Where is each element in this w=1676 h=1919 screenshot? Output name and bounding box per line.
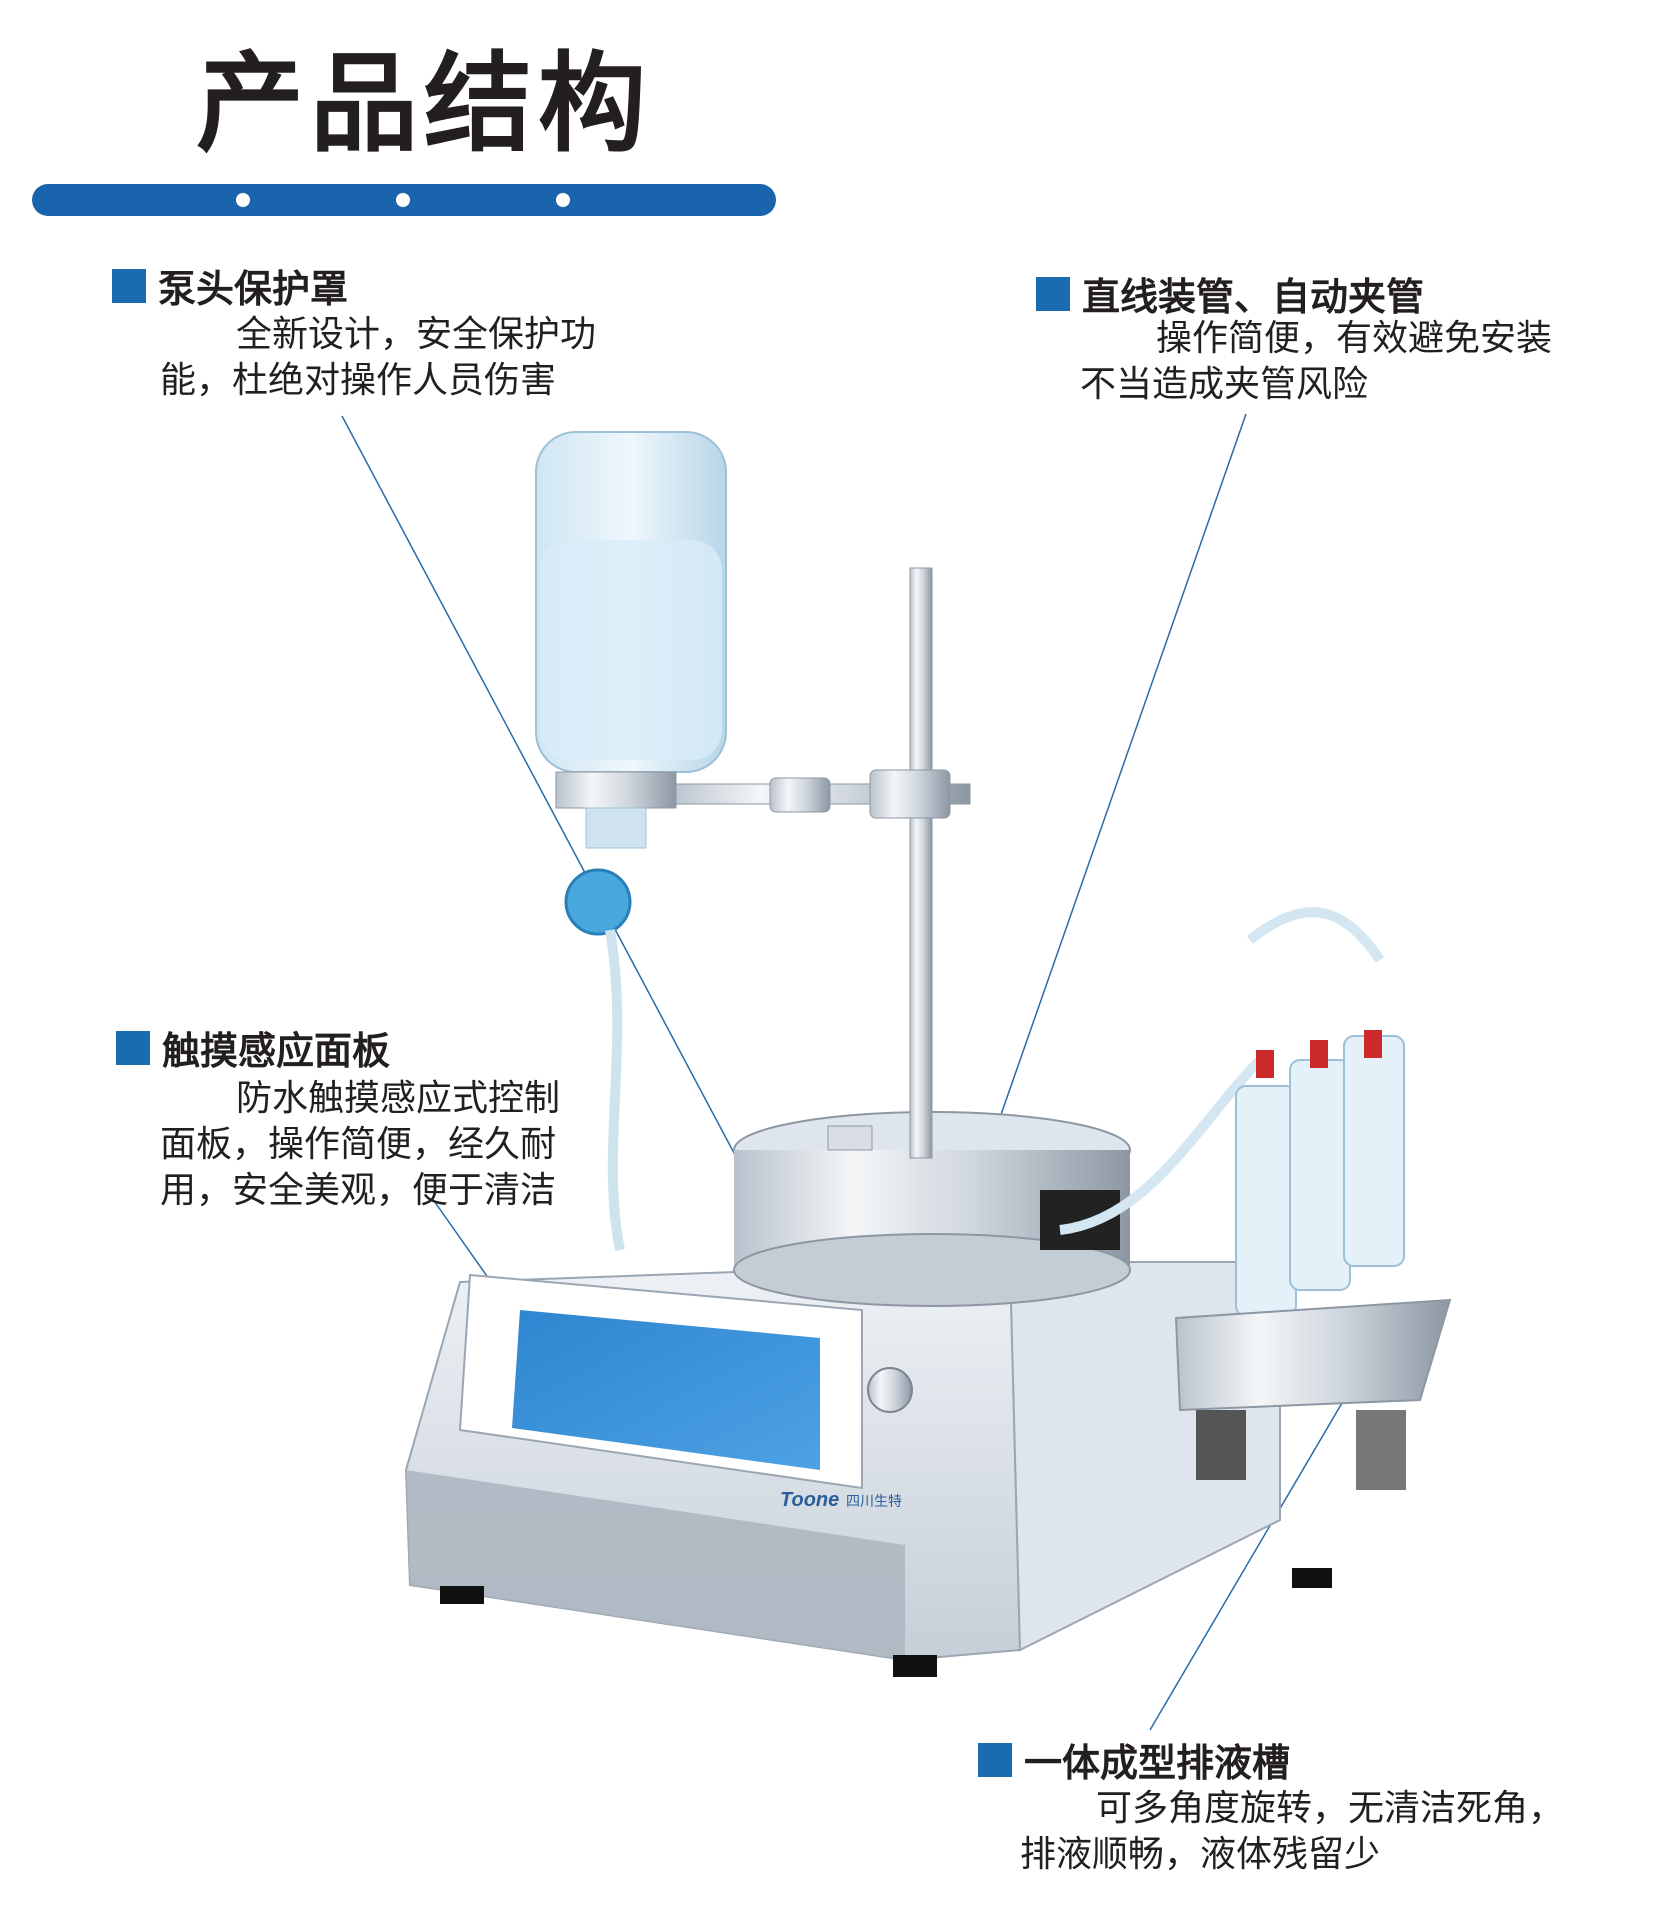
feature-desc-touch-panel: 防水触摸感应式控制 面板，操作简便，经久耐 用，安全美观，便于清洁 — [160, 1078, 561, 1211]
brand-logo-cn: 四川生特 — [846, 1494, 902, 1510]
page-title: 产品结构 — [196, 42, 653, 167]
filter-cups — [1059, 907, 1452, 1490]
brand-logo: Toone — [780, 1489, 839, 1511]
bullet-square-icon — [978, 1742, 1012, 1777]
feature-heading-pump-cover: 泵头保护罩 — [112, 258, 348, 313]
feature-desc-tube-loading: 操作简便，有效避免安装 不当造成夹管风险 — [1080, 318, 1553, 405]
bullet-square-icon — [112, 268, 146, 303]
feature-heading-touch-panel: 触摸感应面板 — [116, 1020, 390, 1075]
feature-heading-drain-trough: 一体成型排液槽 — [978, 1732, 1290, 1787]
bullet-square-icon — [1036, 276, 1070, 311]
liquid-bottle — [535, 431, 727, 1251]
bullet-square-icon — [116, 1030, 150, 1065]
feature-desc-drain-trough: 可多角度旋转，无清洁死角， 排液顺畅，液体残留少 — [1020, 1788, 1565, 1875]
support-stand — [669, 567, 971, 1159]
feature-desc-pump-cover: 全新设计，安全保护功 能，杜绝对操作人员伤害 — [160, 314, 597, 401]
feature-heading-tube-loading: 直线装管、自动夹管 — [1036, 266, 1424, 321]
bar-dot — [556, 193, 570, 207]
bar-dot — [236, 193, 250, 207]
bar-dot — [396, 193, 410, 207]
touch-panel: Toone 四川生特 — [458, 1273, 913, 1511]
title-underline-bar — [32, 184, 776, 216]
